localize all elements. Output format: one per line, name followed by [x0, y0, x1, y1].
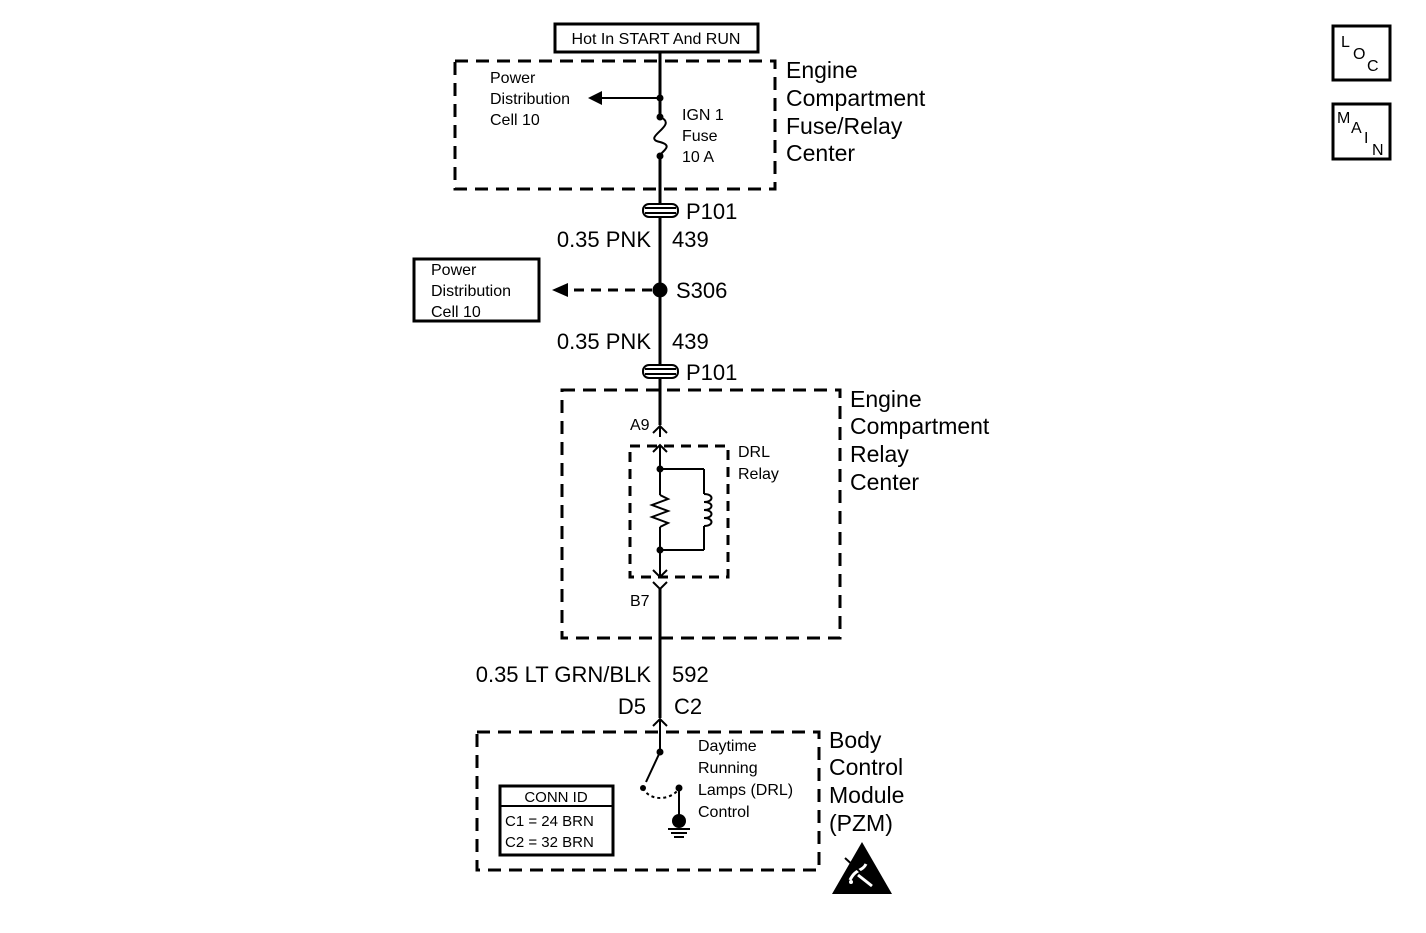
pin-a9-label: A9 — [630, 417, 650, 434]
relay-center: Engine Compartment Relay Center A9 B7 DR… — [560, 386, 990, 640]
arrow-left-icon — [588, 91, 602, 105]
splice-s306: S306 Power Distribution Cell 10 — [412, 257, 727, 323]
splice-id: S306 — [676, 278, 727, 303]
connector-p101-lower: P101 — [642, 360, 737, 385]
bcm-title-2: Control — [829, 754, 903, 780]
connector-p101-upper-label: P101 — [686, 199, 737, 224]
relay-coil-icon — [649, 443, 713, 579]
loc-letter-o: O — [1353, 46, 1365, 63]
conn-id-header: CONN ID — [524, 789, 588, 806]
loc-letter-l: L — [1341, 34, 1350, 51]
fuse-power-dist-1: Power — [490, 70, 536, 87]
loc-letter-c: C — [1367, 58, 1379, 75]
bcm-title-1: Body — [829, 727, 882, 753]
wire-lower-gauge-color: 0.35 LT GRN/BLK — [476, 662, 652, 687]
splice-ref-2: Distribution — [431, 283, 511, 300]
main-letter-a: A — [1351, 120, 1362, 137]
fuse-relay-center-title-3: Fuse/Relay — [786, 113, 903, 139]
conn-id-row-1: C1 = 24 BRN — [505, 813, 594, 830]
drl-relay-label-1: DRL — [738, 444, 770, 461]
relay-center-title-4: Center — [850, 469, 919, 495]
relay-center-title-2: Compartment — [850, 413, 990, 439]
wire-lower-circuit: 592 — [672, 662, 709, 687]
ground-icon — [668, 814, 690, 838]
main-letter-i: I — [1364, 130, 1368, 147]
main-letter-m: M — [1337, 110, 1350, 127]
fuse-power-dist-2: Distribution — [490, 91, 570, 108]
splice-ref-1: Power — [431, 262, 477, 279]
switch-icon — [640, 720, 683, 818]
wire-middle-gauge-color: 0.35 PNK — [557, 329, 651, 354]
drl-control-1: Daytime — [698, 738, 757, 755]
main-letter-n: N — [1372, 142, 1384, 159]
power-source-label: Hot In START And RUN — [553, 22, 760, 54]
fuse-label-2: Fuse — [682, 128, 718, 145]
relay-center-title-3: Relay — [850, 441, 909, 467]
esd-warning-icon — [832, 842, 892, 894]
splice-ref-3: Cell 10 — [431, 304, 481, 321]
pin-b7-label: B7 — [630, 593, 650, 610]
conn-id-table: CONN ID C1 = 24 BRN C2 = 32 BRN — [498, 784, 615, 857]
wire-middle-circuit: 439 — [672, 329, 709, 354]
bcm-pin-d5: D5 — [618, 694, 646, 719]
conn-id-row-2: C2 = 32 BRN — [505, 834, 594, 851]
fuse-relay-center-title-1: Engine — [786, 57, 858, 83]
connector-p101-upper: P101 — [642, 199, 737, 224]
drl-control-4: Control — [698, 804, 750, 821]
drl-relay-label-2: Relay — [738, 466, 779, 483]
fuse-relay-center-title-4: Center — [786, 140, 855, 166]
loc-button[interactable]: L O C — [1331, 24, 1392, 82]
wire-upper-gauge-color: 0.35 PNK — [557, 227, 651, 252]
fuse-relay-center-title-2: Compartment — [786, 85, 926, 111]
fuse-label-1: IGN 1 — [682, 107, 724, 124]
fuse-relay-center: Engine Compartment Fuse/Relay Center Pow… — [453, 57, 926, 191]
bcm-pin-c2: C2 — [674, 694, 702, 719]
bcm-title-4: (PZM) — [829, 810, 893, 836]
terminal-b7-icon — [652, 581, 668, 591]
arrow-left-icon — [552, 283, 568, 297]
fuse-power-dist-3: Cell 10 — [490, 112, 540, 129]
terminal-bcm-icon — [652, 717, 668, 727]
main-button[interactable]: M A I N — [1331, 102, 1392, 161]
fuse-label-3: 10 A — [682, 149, 714, 166]
drl-control-3: Lamps (DRL) — [698, 782, 793, 799]
bcm-title-3: Module — [829, 782, 904, 808]
connector-p101-lower-label: P101 — [686, 360, 737, 385]
wire-upper-circuit: 439 — [672, 227, 709, 252]
drl-control-2: Running — [698, 760, 758, 777]
body-control-module: Body Control Module (PZM) Daytime Runnin… — [475, 717, 904, 872]
relay-center-title-1: Engine — [850, 386, 922, 412]
fuse-icon — [653, 113, 668, 160]
power-source-text: Hot In START And RUN — [572, 31, 741, 48]
